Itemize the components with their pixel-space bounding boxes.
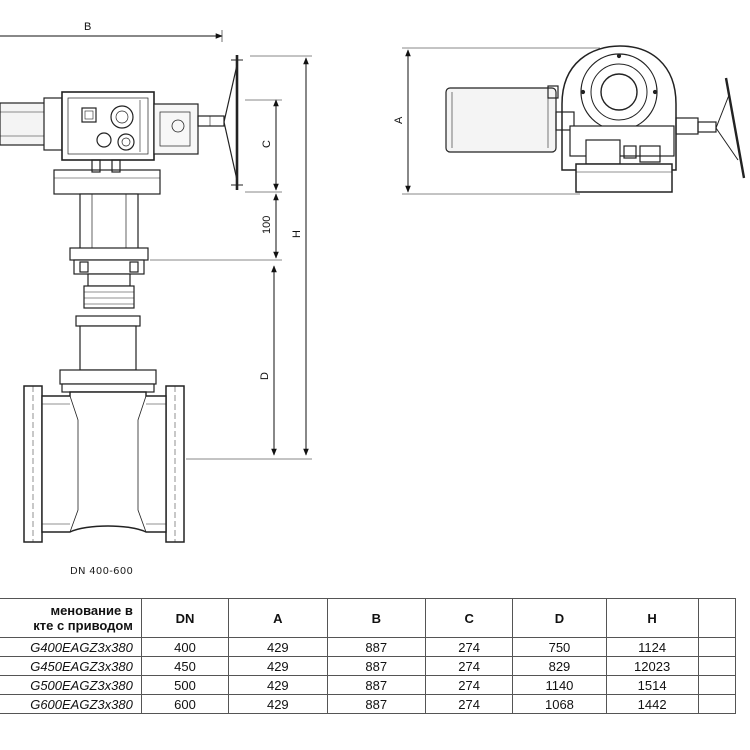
dim-label-h: H bbox=[291, 230, 303, 238]
motor-cylinder bbox=[0, 102, 51, 146]
gear-housing bbox=[153, 103, 199, 155]
cell-b: 887 bbox=[326, 675, 427, 695]
cell-extra bbox=[697, 675, 737, 695]
dim-label-b: B bbox=[84, 21, 91, 33]
cell-dn: 500 bbox=[140, 675, 230, 695]
cell-a: 429 bbox=[228, 656, 328, 676]
front-view bbox=[0, 55, 243, 543]
dimension-lines bbox=[0, 30, 312, 460]
dim-label-d: D bbox=[259, 372, 271, 380]
cell-dn: 400 bbox=[140, 637, 230, 657]
output-flange-icon bbox=[590, 63, 648, 121]
mounting-flange bbox=[53, 169, 161, 195]
cell-h: 1124 bbox=[605, 637, 699, 657]
header-a: A bbox=[228, 598, 328, 638]
drawing-caption: DN 400-600 bbox=[70, 566, 134, 577]
cell-name: G400EAGZ3x380 bbox=[0, 637, 142, 657]
indicator-dial-icon bbox=[110, 105, 134, 129]
header-dn: DN bbox=[140, 598, 230, 638]
side-dimension-a bbox=[402, 47, 600, 195]
cell-b: 887 bbox=[326, 694, 427, 714]
cell-extra bbox=[697, 694, 737, 714]
dim-label-a: A bbox=[393, 116, 405, 124]
cell-a: 429 bbox=[228, 675, 328, 695]
cell-d: 829 bbox=[512, 656, 607, 676]
cell-a: 429 bbox=[228, 694, 328, 714]
cell-c: 274 bbox=[424, 694, 514, 714]
yoke bbox=[79, 193, 139, 251]
table-row: G450EAGZ3x380 450 429 887 274 829 12023 bbox=[0, 656, 737, 676]
table-row: G600EAGZ3x380 600 429 887 274 1068 1442 bbox=[0, 694, 737, 714]
header-c: C bbox=[424, 598, 514, 638]
valve-technical-drawing: B C 100 D H A bbox=[0, 21, 746, 543]
cell-a: 429 bbox=[228, 637, 328, 657]
cell-d: 1140 bbox=[512, 675, 607, 695]
table-row: G400EAGZ3x380 400 429 887 274 750 1124 bbox=[0, 637, 737, 657]
cell-c: 274 bbox=[424, 656, 514, 676]
header-b: B bbox=[326, 598, 427, 638]
dim-label-c: C bbox=[261, 140, 273, 148]
cell-h: 12023 bbox=[605, 656, 699, 676]
cell-c: 274 bbox=[424, 637, 514, 657]
cell-d: 1068 bbox=[512, 694, 607, 714]
valve-body bbox=[41, 391, 167, 533]
actuator-body bbox=[61, 91, 155, 161]
header-d: D bbox=[512, 598, 607, 638]
cell-c: 274 bbox=[424, 675, 514, 695]
stem-coupling bbox=[87, 273, 131, 287]
cell-name: G600EAGZ3x380 bbox=[0, 694, 142, 714]
header-h: H bbox=[605, 598, 699, 638]
cell-dn: 450 bbox=[140, 656, 230, 676]
cell-h: 1514 bbox=[605, 675, 699, 695]
side-view bbox=[445, 45, 746, 193]
cell-extra bbox=[697, 637, 737, 657]
cell-dn: 600 bbox=[140, 694, 230, 714]
dim-label-100: 100 bbox=[261, 216, 273, 234]
side-motor-cylinder bbox=[445, 87, 557, 153]
cell-name: G450EAGZ3x380 bbox=[0, 656, 142, 676]
cell-b: 887 bbox=[326, 637, 427, 657]
terminal-box-icon bbox=[81, 107, 97, 123]
cell-name: G500EAGZ3x380 bbox=[0, 675, 142, 695]
header-extra bbox=[697, 598, 737, 638]
side-base bbox=[575, 163, 673, 193]
cell-extra bbox=[697, 656, 737, 676]
side-handwheel bbox=[724, 77, 746, 179]
cell-h: 1442 bbox=[605, 694, 699, 714]
table-row: G500EAGZ3x380 500 429 887 274 1140 1514 bbox=[0, 675, 737, 695]
cell-d: 750 bbox=[512, 637, 607, 657]
cell-b: 887 bbox=[326, 656, 427, 676]
